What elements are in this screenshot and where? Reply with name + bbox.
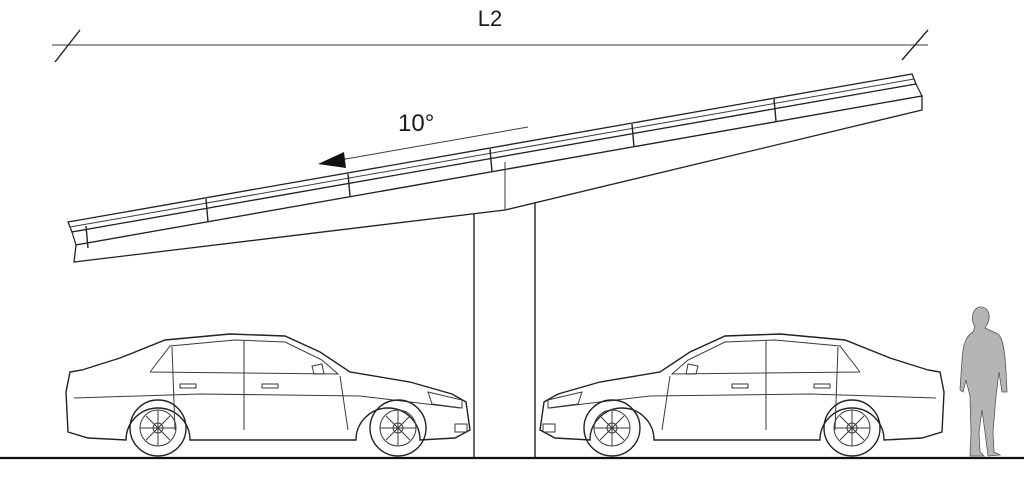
slope-annotation: 10°: [318, 110, 529, 168]
cantilever-beam: [73, 95, 923, 263]
dimension-tick-right: [901, 29, 929, 61]
slope-arrow-head: [318, 152, 346, 168]
solar-canopy: [67, 73, 923, 263]
panel-rail: [71, 83, 923, 246]
slope-label: 10°: [398, 110, 434, 137]
dimension-tick-left: [54, 29, 81, 63]
person-silhouette: [959, 306, 1008, 457]
car-right: [539, 333, 945, 457]
support-column: [473, 203, 536, 458]
dimension-line-l2: L2: [52, 6, 929, 63]
dimension-label: L2: [478, 6, 502, 31]
car-left: [65, 333, 471, 457]
panel-joints: [85, 98, 777, 249]
slope-arrow-line: [339, 126, 529, 161]
